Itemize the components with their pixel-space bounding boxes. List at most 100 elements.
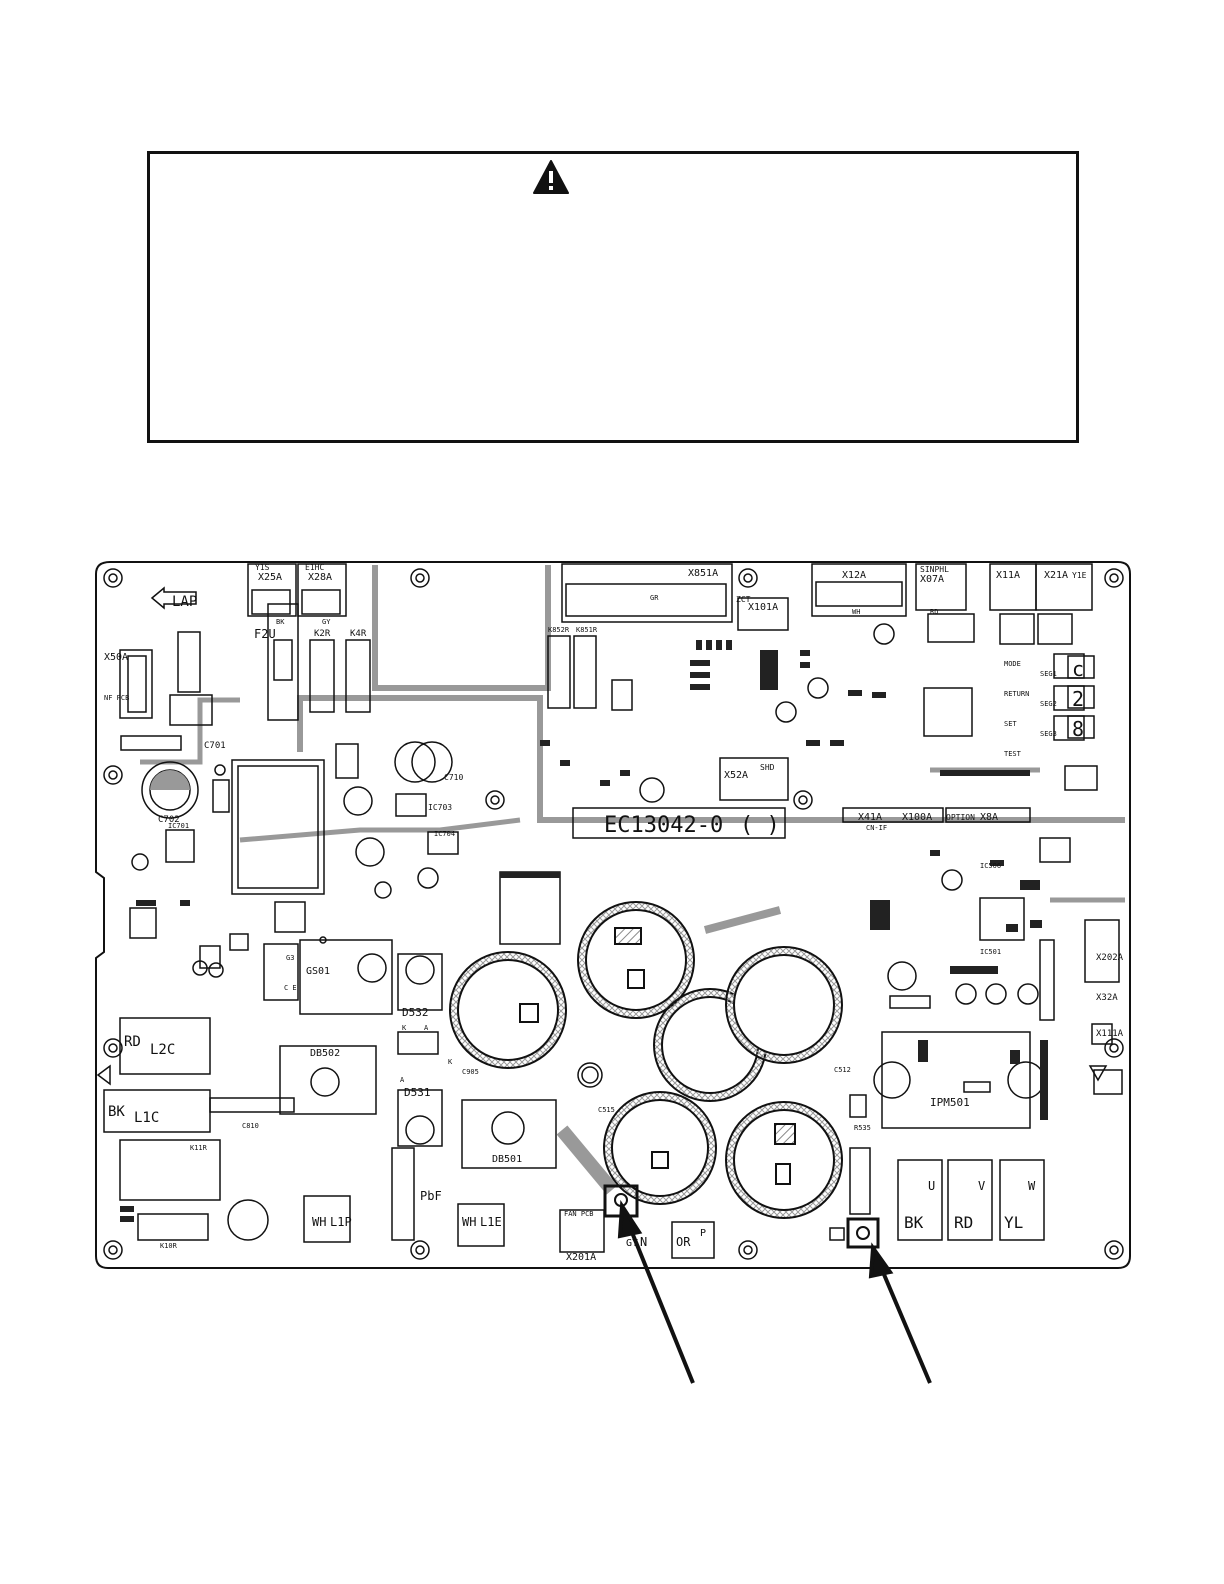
label-c512: C512 (834, 1066, 851, 1074)
label-l1p: L1P (330, 1215, 352, 1229)
label-d531: D531 (404, 1086, 431, 1099)
label-test: TEST (1004, 750, 1022, 758)
label-db502: DB502 (310, 1048, 340, 1059)
label-wh-small: WH (852, 608, 860, 616)
label-a-2: A (400, 1076, 405, 1084)
label-yl-w: YL (1004, 1213, 1023, 1232)
label-x21a: X21A (1044, 570, 1068, 581)
label-c905: C905 (462, 1068, 479, 1076)
label-ic506: IC506 (980, 862, 1001, 870)
label-rd-v: RD (954, 1213, 973, 1232)
label-x202a: X202A (1096, 953, 1124, 963)
smd-clutter (120, 640, 1048, 1222)
part-number-box: EC13042-0 ( ) (572, 807, 786, 839)
label-l1c: L1C (134, 1110, 159, 1126)
label-seg3: SEG3 (1040, 730, 1057, 738)
label-n: N (640, 1235, 647, 1249)
label-lap: LAP (172, 594, 197, 610)
label-k851r: K851R (576, 626, 598, 634)
label-k2r: K2R (314, 629, 331, 639)
label-seg1: SEG1 (1040, 670, 1057, 678)
isolation-traces (140, 565, 1125, 934)
component-labels: F2U K2R K4R K852R K851R C701 C702 IC701 … (158, 626, 1001, 1250)
label-cn-if: CN-IF (866, 824, 887, 832)
seg-digit-3: 8 (1072, 717, 1084, 741)
right-mid (887, 837, 1123, 1095)
small-labels: K A K A G3 C E BK GY RD GR WH SEG2 SEG1 … (172, 594, 1057, 1084)
label-x28a: X28A (308, 572, 332, 583)
label-c701: C701 (204, 741, 226, 751)
label-y1s: Y1S (255, 563, 270, 572)
label-wh-2: WH (462, 1215, 476, 1229)
label-k-2: K (448, 1058, 453, 1066)
label-or: OR (676, 1235, 691, 1249)
label-shd: SHD (760, 763, 775, 772)
label-sinphl: SINPHL (920, 565, 949, 574)
label-gy: GY (626, 1238, 638, 1249)
label-w: W (1028, 1179, 1036, 1193)
label-x8a: X8A (980, 812, 998, 823)
label-x52a: X52A (724, 770, 748, 781)
label-bk-small: BK (276, 618, 285, 626)
label-ic701: IC701 (168, 822, 189, 830)
label-x12a: X12A (842, 570, 866, 581)
label-ic501: IC501 (980, 948, 1001, 956)
part-number: EC13042-0 (604, 813, 723, 838)
label-zct: ZCT (736, 595, 751, 604)
label-p: P (700, 1228, 706, 1239)
label-db501: DB501 (492, 1154, 522, 1165)
label-x41a: X41A (858, 812, 882, 823)
label-nf-pcb: NF PCB (104, 694, 129, 702)
label-x100a: X100A (902, 812, 932, 823)
label-k4r: K4R (350, 629, 367, 639)
label-set: SET (1004, 720, 1017, 728)
label-x201a: X201A (566, 1252, 596, 1263)
label-ce: C E (284, 984, 297, 992)
label-option: OPTION (946, 813, 975, 822)
label-a-1: A (424, 1024, 429, 1032)
label-x851a: X851A (688, 568, 718, 579)
inductor-arrow-icon (150, 586, 197, 610)
label-k852r: K852R (548, 626, 570, 634)
label-x101a: X101A (748, 602, 778, 613)
label-x111a: X111A (1096, 1029, 1124, 1039)
label-x11a: X11A (996, 570, 1020, 581)
label-gr-small: GR (650, 594, 659, 602)
label-rd-small: RD (930, 608, 938, 616)
label-e1hc: E1HC (305, 563, 324, 572)
label-bk-u: BK (904, 1213, 924, 1232)
label-x32a: X32A (1096, 993, 1118, 1003)
label-rd: RD (124, 1034, 141, 1050)
top-connectors (247, 563, 1098, 941)
label-c810: C810 (242, 1122, 259, 1130)
part-bracket: ( ) (740, 813, 780, 838)
label-f2u: F2U (254, 627, 276, 641)
label-l1e: L1E (480, 1215, 502, 1229)
label-d532: D532 (402, 1006, 429, 1019)
label-return: RETURN (1004, 690, 1029, 698)
bulk-capacitors (449, 901, 843, 1219)
indicator-triangle-icon (96, 1064, 111, 1086)
label-fan-pcb: FAN PCB (564, 1210, 594, 1218)
power-section (119, 871, 1045, 1259)
label-gs01: GS01 (306, 966, 330, 977)
left-column (119, 603, 459, 978)
led-displays: c 2 8 (1067, 655, 1095, 741)
warning-box (147, 151, 1079, 443)
label-wh-1: WH (312, 1215, 326, 1229)
terminal-labels: X50A NF PCB RD L2C BK L1C WH L1P WH L1E … (103, 652, 1036, 1249)
connector-labels: Y1S X25A E1HC X28A X851A ZCT X101A X12A … (255, 563, 1124, 1263)
label-k10r: K10R (160, 1242, 178, 1250)
label-ic704: IC704 (434, 830, 455, 838)
label-g3: G3 (286, 954, 294, 962)
label-c710: C710 (444, 773, 463, 782)
label-pbf: PbF (420, 1189, 442, 1203)
label-seg2: SEG2 (1040, 700, 1057, 708)
label-bk: BK (108, 1104, 125, 1120)
label-x25a: X25A (258, 572, 282, 583)
label-r535: R535 (854, 1124, 871, 1132)
mounting-holes (103, 568, 1124, 1260)
pointer-arrows (617, 1199, 932, 1384)
label-gy-small: GY (322, 618, 331, 626)
